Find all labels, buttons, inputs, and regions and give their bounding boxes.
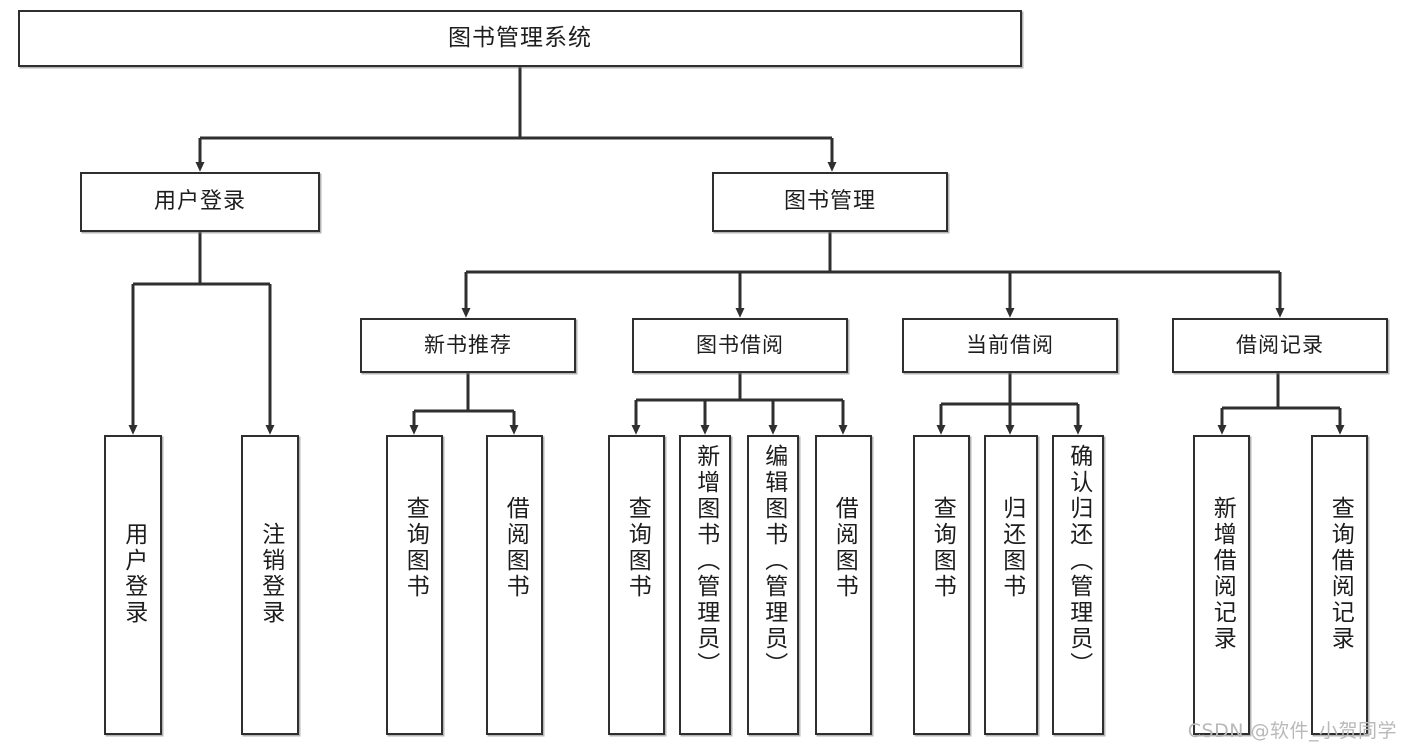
node-label: 当前借阅 [966,333,1054,358]
node-root-system[interactable]: 图书管理系统 [18,10,1022,67]
watermark-text: CSDN @软件_小贺同学 [1187,720,1397,742]
node-current-borrow[interactable]: 当前借阅 [902,318,1118,373]
node-label: 新增借阅记录 [1209,496,1236,652]
node-new-book-recommend[interactable]: 新书推荐 [360,318,576,373]
node-label: 图书借阅 [696,333,784,358]
leaf-current-borrow-query-book[interactable]: 查询图书 [913,435,970,735]
node-label: 图书管理 [783,189,876,215]
leaf-user-login-logout[interactable]: 注销登录 [241,435,299,735]
node-label: 新书推荐 [424,333,512,358]
node-label: 新增图书（管理员） [692,444,719,678]
node-label: 编辑图书（管理员） [760,444,787,678]
node-book-borrow[interactable]: 图书借阅 [632,318,848,373]
leaf-current-borrow-return-book[interactable]: 归还图书 [984,435,1038,735]
leaf-book-borrow-query-book[interactable]: 查询图书 [608,435,665,735]
node-label: 用户登录 [153,189,246,215]
node-label: 借阅图书 [831,496,858,600]
node-borrow-record[interactable]: 借阅记录 [1172,318,1388,373]
leaf-borrow-record-add-record[interactable]: 新增借阅记录 [1193,435,1250,735]
node-label: 图书管理系统 [448,24,592,51]
node-label: 注销登录 [257,522,284,626]
node-user-login[interactable]: 用户登录 [80,172,320,232]
node-label: 查询图书 [624,496,651,600]
node-book-management[interactable]: 图书管理 [712,172,948,232]
node-label: 查询图书 [402,496,429,600]
leaf-new-book-query-book[interactable]: 查询图书 [386,435,443,735]
leaf-book-borrow-edit-book-admin[interactable]: 编辑图书（管理员） [747,435,799,735]
leaf-book-borrow-add-book-admin[interactable]: 新增图书（管理员） [679,435,731,735]
leaf-new-book-borrow-book[interactable]: 借阅图书 [486,435,543,735]
node-label: 借阅图书 [502,496,529,600]
leaf-borrow-record-query-record[interactable]: 查询借阅记录 [1311,435,1368,735]
node-label: 用户登录 [120,522,147,626]
node-label: 查询借阅记录 [1327,496,1354,652]
node-label: 确认归还（管理员） [1065,444,1092,678]
leaf-book-borrow-borrow-book[interactable]: 借阅图书 [815,435,872,735]
node-label: 归还图书 [998,496,1025,600]
node-label: 借阅记录 [1236,333,1324,358]
leaf-current-borrow-confirm-return-admin[interactable]: 确认归还（管理员） [1052,435,1104,735]
leaf-user-login-login[interactable]: 用户登录 [104,435,162,735]
node-label: 查询图书 [929,496,956,600]
